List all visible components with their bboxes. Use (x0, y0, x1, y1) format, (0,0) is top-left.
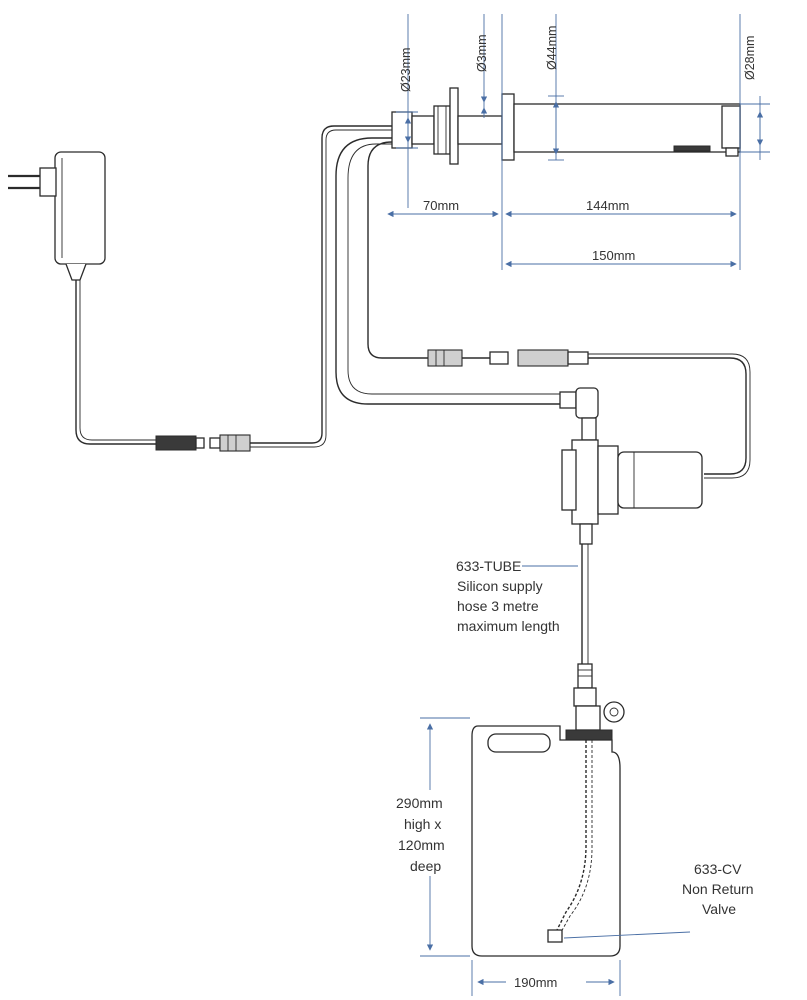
sensor-cable (367, 141, 428, 359)
dim-190-label: 190mm (514, 975, 557, 990)
liquid-tank (471, 725, 621, 957)
dim-d23-label: Ø23mm (399, 48, 413, 92)
dim-70-label: 70mm (423, 198, 459, 213)
sensor-connector-b (517, 349, 589, 367)
tank-note-line4: deep (410, 858, 441, 874)
tank-note-line1: 290mm (396, 795, 443, 811)
sensor-connector-a (427, 349, 509, 367)
valve-note-line2: Non Return (682, 881, 754, 897)
inline-connector-male (209, 434, 251, 452)
tap-power-cable (250, 125, 392, 444)
dim-d28-label: Ø28mm (743, 36, 757, 80)
dim-d3-label: Ø3mm (475, 35, 489, 73)
tap-spout (391, 87, 741, 165)
dim-d44-label: Ø44mm (545, 26, 559, 70)
tube-note-line3: hose 3 metre (457, 598, 539, 614)
suction-tube (555, 740, 587, 933)
tank-note-line3: 120mm (398, 837, 445, 853)
tank-note-line2: high x (404, 816, 441, 832)
tank-cap-fitting (565, 687, 625, 741)
valve-note-line1: 633-CV (694, 861, 742, 877)
non-return-valve (547, 929, 563, 943)
dim-144-label: 144mm (586, 198, 629, 213)
tube-note-line2: Silicon supply (457, 578, 543, 594)
dim-150-label: 150mm (592, 248, 635, 263)
tube-note-line4: maximum length (457, 618, 560, 634)
pump (561, 439, 703, 545)
elbow-fitting (559, 387, 599, 441)
supply-hose-loop (335, 137, 560, 405)
power-adapter (8, 151, 106, 281)
tube-note-line1: 633-TUBE (456, 558, 521, 574)
adapter-cable (75, 280, 156, 445)
valve-note-line3: Valve (702, 901, 736, 917)
inline-connector-female (155, 435, 205, 451)
